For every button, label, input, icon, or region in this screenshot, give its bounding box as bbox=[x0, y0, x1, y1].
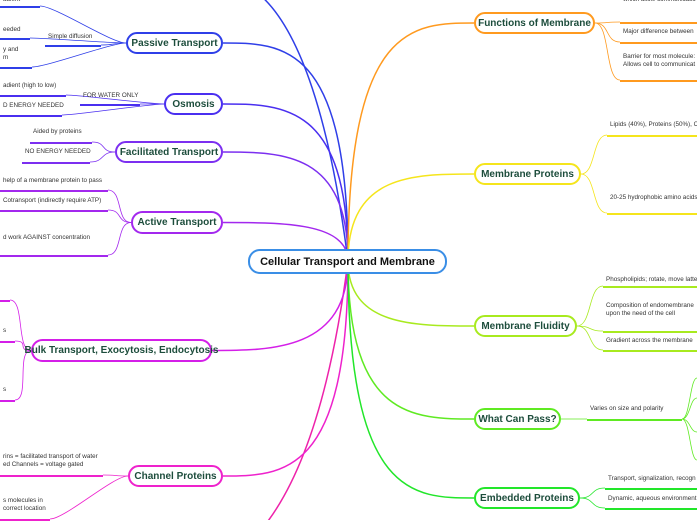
subtopic-node[interactable]: 20-25 hydrophobic amino acids bbox=[607, 194, 697, 215]
branch-connector bbox=[347, 260, 475, 499]
topic-node[interactable]: What Can Pass? bbox=[474, 408, 561, 430]
subtopic-node[interactable]: s bbox=[0, 386, 15, 402]
leaf-connector bbox=[594, 22, 621, 81]
branch-connector bbox=[222, 103, 349, 262]
subtopic-node[interactable]: Cotransport (indirectly require ATP) bbox=[0, 197, 108, 212]
leaf-connector bbox=[9, 299, 32, 351]
subtopic-node[interactable]: Transport, signalization, recogn bbox=[605, 475, 697, 490]
subtopic-node[interactable]: rins = facilitated transport of water ed… bbox=[0, 453, 103, 477]
leaf-connector bbox=[100, 42, 127, 46]
leaf-connector bbox=[102, 474, 129, 477]
leaf-connector bbox=[14, 340, 32, 351]
leaf-connector bbox=[681, 377, 697, 420]
topic-node[interactable]: Bulk Transport, Exocytosis, Endocytosis bbox=[25, 339, 218, 362]
subtopic-node[interactable]: Major difference between bbox=[620, 28, 697, 44]
leaf-connector bbox=[576, 325, 604, 351]
subtopic-node[interactable]: s bbox=[0, 327, 15, 343]
leaf-connector bbox=[31, 42, 127, 68]
topic-node[interactable]: Membrane Fluidity bbox=[474, 315, 577, 337]
topic-node[interactable]: Osmosis bbox=[164, 93, 223, 115]
subtopic-node[interactable]: eeded bbox=[0, 26, 30, 40]
leaf-connector bbox=[576, 285, 604, 327]
subtopic-node[interactable]: Phospholipids; rotate, move latte bbox=[603, 276, 697, 288]
leaf-connector bbox=[49, 475, 129, 520]
leaf-connector bbox=[14, 350, 32, 401]
subtopic-node[interactable]: s molecules in correct location bbox=[0, 497, 50, 521]
topic-node[interactable]: Facilitated Transport bbox=[115, 141, 223, 163]
leaf-connector bbox=[91, 141, 116, 153]
subtopic-node[interactable]: Composition of endomembrane upon the nee… bbox=[603, 302, 697, 333]
branch-connector bbox=[211, 260, 349, 352]
topic-node[interactable]: Channel Proteins bbox=[128, 465, 223, 487]
subtopic-node[interactable]: d work AGAINST concentration bbox=[0, 234, 108, 257]
leaf-connector bbox=[107, 189, 132, 223]
subtopic-node[interactable]: Lipids (40%), Proteins (50%), Ca bbox=[607, 121, 697, 137]
subtopic-node[interactable]: which allow communicatio bbox=[620, 0, 697, 24]
subtopic-node[interactable]: Dynamic, aqueous environment bbox=[605, 495, 697, 510]
leaf-connector bbox=[107, 222, 132, 256]
subtopic-node[interactable]: FOR WATER ONLY bbox=[80, 92, 140, 106]
branch-connector bbox=[347, 173, 475, 262]
leaf-connector bbox=[580, 134, 608, 175]
leaf-connector bbox=[594, 22, 621, 43]
subtopic-node[interactable] bbox=[0, 292, 10, 302]
branch-connector bbox=[222, 42, 349, 262]
branch-connector bbox=[347, 22, 475, 262]
topic-node[interactable]: Embedded Proteins bbox=[474, 487, 580, 509]
branch-connector-offscreen-top bbox=[264, 0, 349, 262]
leaf-connector bbox=[579, 487, 606, 499]
leaf-connector bbox=[594, 21, 621, 24]
leaf-connector bbox=[107, 209, 132, 223]
subtopic-node[interactable]: Simple diffusion bbox=[45, 33, 101, 47]
branch-connector bbox=[347, 260, 475, 420]
branch-connector bbox=[222, 151, 349, 262]
leaf-connector bbox=[579, 497, 606, 509]
subtopic-node[interactable]: help of a membrane protein to pass bbox=[0, 177, 108, 192]
leaf-connector bbox=[39, 5, 127, 44]
branch-connector bbox=[222, 260, 349, 477]
subtopic-node[interactable]: Varies on size and polarity bbox=[587, 405, 682, 421]
subtopic-node[interactable]: adient (high to low) bbox=[0, 82, 66, 97]
subtopic-node[interactable]: Barrier for most molecule: Allows cell t… bbox=[620, 53, 697, 82]
topic-node[interactable]: Passive Transport bbox=[126, 32, 223, 54]
topic-node[interactable]: Functions of Membrane bbox=[474, 12, 595, 34]
topic-node[interactable]: Active Transport bbox=[131, 211, 223, 234]
central-topic[interactable]: Cellular Transport and Membrane bbox=[248, 249, 447, 274]
branch-connector-offscreen-bottom bbox=[267, 260, 349, 520]
subtopic-node[interactable]: y and m bbox=[0, 46, 32, 69]
leaf-connector bbox=[580, 173, 608, 214]
subtopic-node[interactable]: NO ENERGY NEEDED bbox=[22, 148, 91, 164]
leaf-connector bbox=[681, 418, 697, 433]
subtopic-node[interactable]: adient bbox=[0, 0, 40, 8]
subtopic-node[interactable]: D ENERGY NEEDED bbox=[0, 102, 64, 117]
subtopic-node[interactable]: Gradient across the membrane bbox=[603, 337, 697, 352]
leaf-connector bbox=[89, 151, 116, 163]
leaf-connector bbox=[681, 418, 697, 461]
leaf-connector bbox=[681, 397, 697, 420]
subtopic-node[interactable]: Aided by proteins bbox=[30, 128, 92, 144]
branch-connector bbox=[347, 260, 475, 327]
topic-node[interactable]: Membrane Proteins bbox=[474, 163, 581, 185]
